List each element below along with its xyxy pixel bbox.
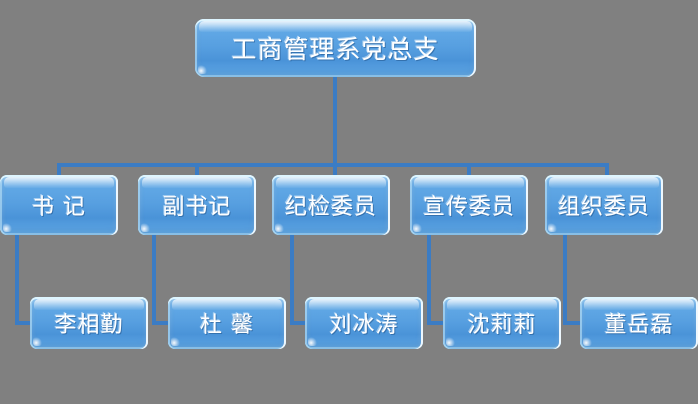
node-role-secretary[interactable]: 书 记	[0, 175, 118, 235]
node-person-3-label: 沈莉莉	[467, 313, 537, 338]
node-role-deputy-secretary[interactable]: 副书记	[138, 175, 256, 235]
node-role-secretary-label: 书 记	[32, 195, 86, 220]
connector-bus-drop-1	[195, 163, 199, 177]
connector-elbow-v-0	[15, 233, 19, 325]
connector-elbow-v-1	[152, 233, 156, 325]
node-role-discipline-inspection-member-label: 纪检委员	[284, 195, 377, 220]
connector-bus-drop-0	[57, 163, 61, 177]
connector-elbow-v-4	[563, 233, 567, 325]
node-role-discipline-inspection-member[interactable]: 纪检委员	[272, 175, 390, 235]
node-person-2[interactable]: 刘冰涛	[305, 297, 423, 349]
node-root-label: 工商管理系党总支	[231, 35, 440, 64]
node-person-4-label: 董岳磊	[604, 313, 674, 338]
node-role-organization-member-label: 组织委员	[557, 195, 650, 220]
connector-elbow-v-3	[427, 233, 431, 325]
node-role-deputy-secretary-label: 副书记	[162, 195, 232, 220]
node-person-2-label: 刘冰涛	[329, 313, 399, 338]
node-role-propaganda-member-label: 宣传委员	[422, 195, 515, 220]
connector-bus-drop-2	[333, 163, 337, 177]
node-person-1[interactable]: 杜 馨	[168, 297, 286, 349]
connector-elbow-h-4	[563, 321, 584, 325]
node-role-propaganda-member[interactable]: 宣传委员	[410, 175, 528, 235]
node-person-4[interactable]: 董岳磊	[580, 297, 698, 349]
connector-elbow-h-0	[15, 321, 34, 325]
connector-root-stem	[333, 77, 337, 163]
node-person-0[interactable]: 李相勤	[30, 297, 148, 349]
connector-bus-drop-4	[605, 163, 609, 177]
connector-bus-drop-3	[467, 163, 471, 177]
node-person-1-label: 杜 馨	[200, 313, 254, 338]
node-root[interactable]: 工商管理系党总支	[195, 19, 476, 77]
connector-elbow-h-1	[152, 321, 172, 325]
node-person-3[interactable]: 沈莉莉	[443, 297, 561, 349]
connector-elbow-v-2	[290, 233, 294, 325]
node-role-organization-member[interactable]: 组织委员	[545, 175, 663, 235]
connector-elbow-h-3	[427, 321, 447, 325]
node-person-0-label: 李相勤	[54, 313, 124, 338]
connector-elbow-h-2	[290, 321, 309, 325]
